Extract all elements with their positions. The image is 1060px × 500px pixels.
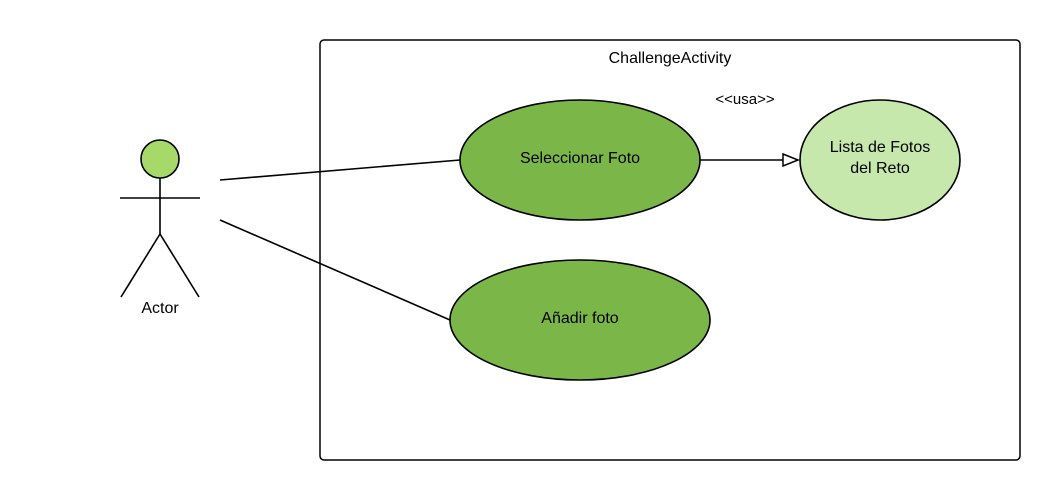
use-case-anadir-foto: Añadir foto [449,259,711,381]
actor-figure [120,139,200,298]
use-case-ellipse [459,99,701,221]
association-line-anadir [219,219,451,321]
actor-head [140,139,180,179]
use-case-ellipse [449,259,711,381]
use-case-label-line-2: del Reto [850,160,910,177]
use-case-seleccionar-foto: Seleccionar Foto [459,99,701,221]
use-case-label: Añadir foto [541,310,618,327]
system-boundary-title: ChallengeActivity [609,50,732,67]
dependency-label: <<usa>> [715,91,774,108]
actor-right-leg [159,233,200,298]
use-case-lista-fotos: Lista de Fotos del Reto [799,99,961,221]
use-case-label: Seleccionar Foto [520,150,640,167]
actor-left-leg [120,233,161,298]
actor-label: Actor [141,300,179,317]
system-boundary [319,39,1021,461]
use-case-label-line-1: Lista de Fotos [830,139,931,156]
use-case-ellipse [799,99,961,221]
association-line-seleccionar [219,159,461,181]
